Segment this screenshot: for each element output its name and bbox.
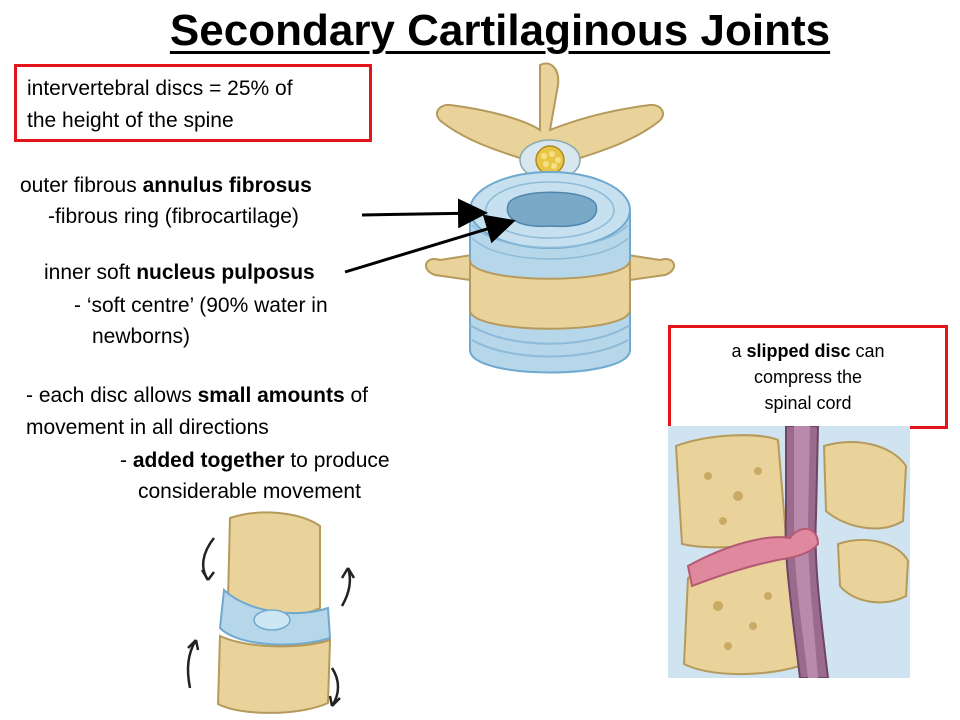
- nucleus-pointer: [344, 214, 516, 274]
- annulus-description: -fibrous ring (fibrocartilage): [48, 205, 299, 228]
- note-line-2: the height of the spine: [27, 109, 234, 132]
- flexing-spine-illustration: [186, 511, 356, 714]
- disc-height-note: intervertebral discs = 25% of the height…: [14, 64, 372, 142]
- annulus-term: annulus fibrosus: [142, 174, 312, 197]
- movement-line-1: - each disc allows small amounts of: [26, 384, 368, 407]
- note-line-1: intervertebral discs = 25% of: [27, 77, 293, 100]
- slip-line-1: a slipped disc can: [731, 341, 885, 361]
- movement-line-3: - added together to produce: [120, 449, 390, 472]
- slipped-disc-illustration: [668, 426, 910, 678]
- nucleus-term: nucleus pulposus: [136, 261, 315, 284]
- page-title: Secondary Cartilaginous Joints: [169, 6, 831, 55]
- movement-line-2: movement in all directions: [26, 416, 269, 439]
- annulus-label: outer fibrous annulus fibrosus: [20, 174, 312, 197]
- vertebra-disc-illustration: [425, 62, 675, 374]
- slip-line-2: compress the: [753, 367, 863, 387]
- slipped-disc-note: a slipped disc can compress the spinal c…: [668, 325, 948, 429]
- slip-line-3: spinal cord: [764, 393, 852, 413]
- movement-line-4: considerable movement: [138, 480, 361, 503]
- nucleus-label: inner soft nucleus pulposus: [44, 261, 315, 284]
- annulus-pointer: [361, 198, 488, 229]
- nucleus-description-2: newborns): [92, 325, 191, 348]
- nucleus-description-1: - ‘soft centre’ (90% water in: [74, 294, 328, 317]
